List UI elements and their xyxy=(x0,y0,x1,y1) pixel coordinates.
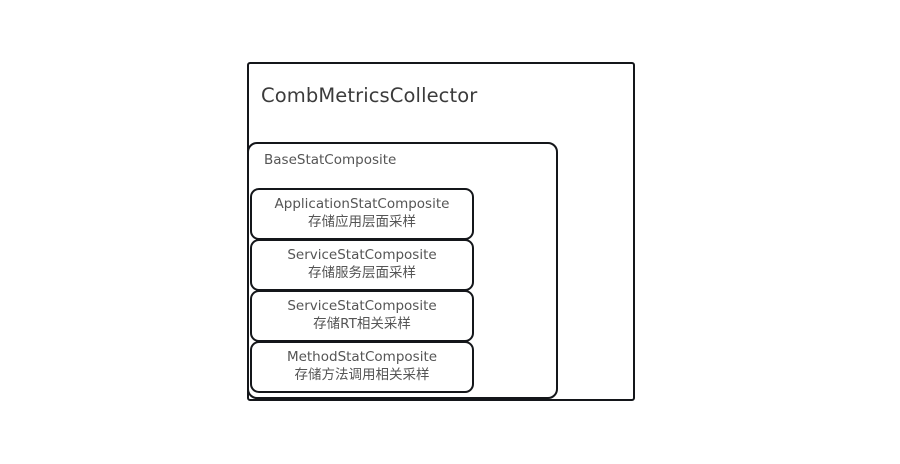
service-rt-stat-composite-subtitle: 存储RT相关采样 xyxy=(313,316,411,332)
method-stat-composite-title: MethodStatComposite xyxy=(286,349,438,365)
application-stat-composite-subtitle: 存储应用层面采样 xyxy=(308,214,416,230)
method-stat-composite-subtitle: 存储方法调用相关采样 xyxy=(294,367,430,383)
stat-composite-stack: ApplicationStatComposite 存储应用层面采样 Servic… xyxy=(250,188,474,393)
application-stat-composite-title: ApplicationStatComposite xyxy=(274,196,450,212)
application-stat-composite-box: ApplicationStatComposite 存储应用层面采样 xyxy=(250,188,474,240)
base-stat-composite-title: BaseStatComposite xyxy=(264,152,397,168)
service-rt-stat-composite-title: ServiceStatComposite xyxy=(287,298,437,314)
method-stat-composite-box: MethodStatComposite 存储方法调用相关采样 xyxy=(250,341,474,393)
comb-metrics-collector-title: CombMetricsCollector xyxy=(261,84,478,107)
service-rt-stat-composite-box: ServiceStatComposite 存储RT相关采样 xyxy=(250,290,474,342)
service-stat-composite-subtitle: 存储服务层面采样 xyxy=(308,265,416,281)
service-stat-composite-title: ServiceStatComposite xyxy=(287,247,437,263)
service-stat-composite-box: ServiceStatComposite 存储服务层面采样 xyxy=(250,239,474,291)
